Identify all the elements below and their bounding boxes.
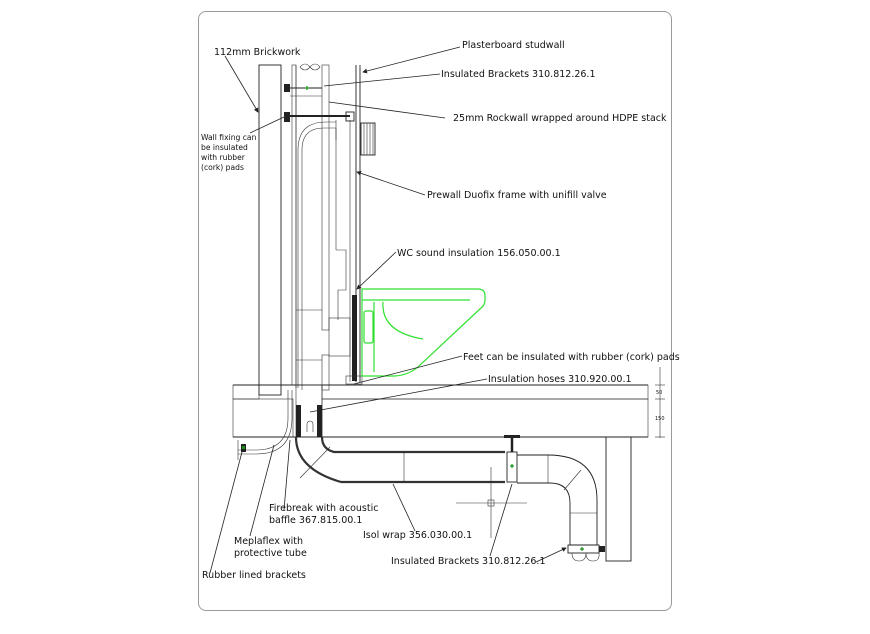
- label-feet: Feet can be insulated with rubber (cork)…: [463, 352, 680, 363]
- label-wall-fixing-3: with rubber: [201, 153, 246, 162]
- stack-penetration: [295, 384, 323, 438]
- label-duofix: Prewall Duofix frame with unifill valve: [427, 190, 607, 201]
- label-rubber-brackets: Rubber lined brackets: [202, 570, 306, 581]
- label-rockwall: 25mm Rockwall wrapped around HDPE stack: [453, 113, 667, 124]
- brick-wall: [258, 64, 282, 396]
- drawing-frame: [198, 11, 672, 611]
- drain-pipe: [294, 435, 605, 562]
- leader-lines: [209, 46, 567, 574]
- label-plasterboard: Plasterboard studwall: [462, 40, 565, 51]
- dim-slab: 150: [655, 416, 665, 422]
- label-hoses: Insulation hoses 310.920.00.1: [488, 374, 632, 385]
- label-firebreak-2: baffle 367.815.00.1: [269, 515, 362, 526]
- label-brackets-bottom: Insulated Brackets 310.812.26.1: [391, 556, 546, 567]
- label-wall-fixing-4: (cork) pads: [201, 163, 244, 172]
- unifill-valve: [360, 122, 376, 156]
- label-brickwork: 112mm Brickwork: [214, 47, 301, 58]
- right-brick-wall: [605, 436, 632, 562]
- label-isol: Isol wrap 356.030.00.1: [363, 530, 472, 541]
- crosshair-marker: [456, 467, 527, 538]
- top-brackets: [284, 84, 355, 122]
- label-wall-fixing-1: Wall fixing can: [201, 133, 257, 142]
- wc-pan: [361, 288, 486, 377]
- stack-enclosure: [291, 63, 330, 391]
- label-wc-sound: WC sound insulation 156.050.00.1: [397, 248, 561, 259]
- dimension-lines: 50 150: [655, 367, 665, 438]
- duofix-frame: [296, 120, 363, 390]
- floor-slab: [232, 384, 649, 438]
- dim-screed: 50: [656, 390, 662, 396]
- label-firebreak-1: Firebreak with acoustic: [269, 503, 378, 514]
- annotations: 112mm Brickwork Plasterboard studwall In…: [201, 40, 680, 581]
- mepla-pipe: [237, 390, 293, 460]
- label-brackets-top: Insulated Brackets 310.812.26.1: [441, 69, 596, 80]
- label-mepla-2: protective tube: [234, 548, 307, 559]
- label-mepla-1: Mepla­flex with: [234, 536, 303, 547]
- label-wall-fixing-2: be insulated: [201, 143, 248, 152]
